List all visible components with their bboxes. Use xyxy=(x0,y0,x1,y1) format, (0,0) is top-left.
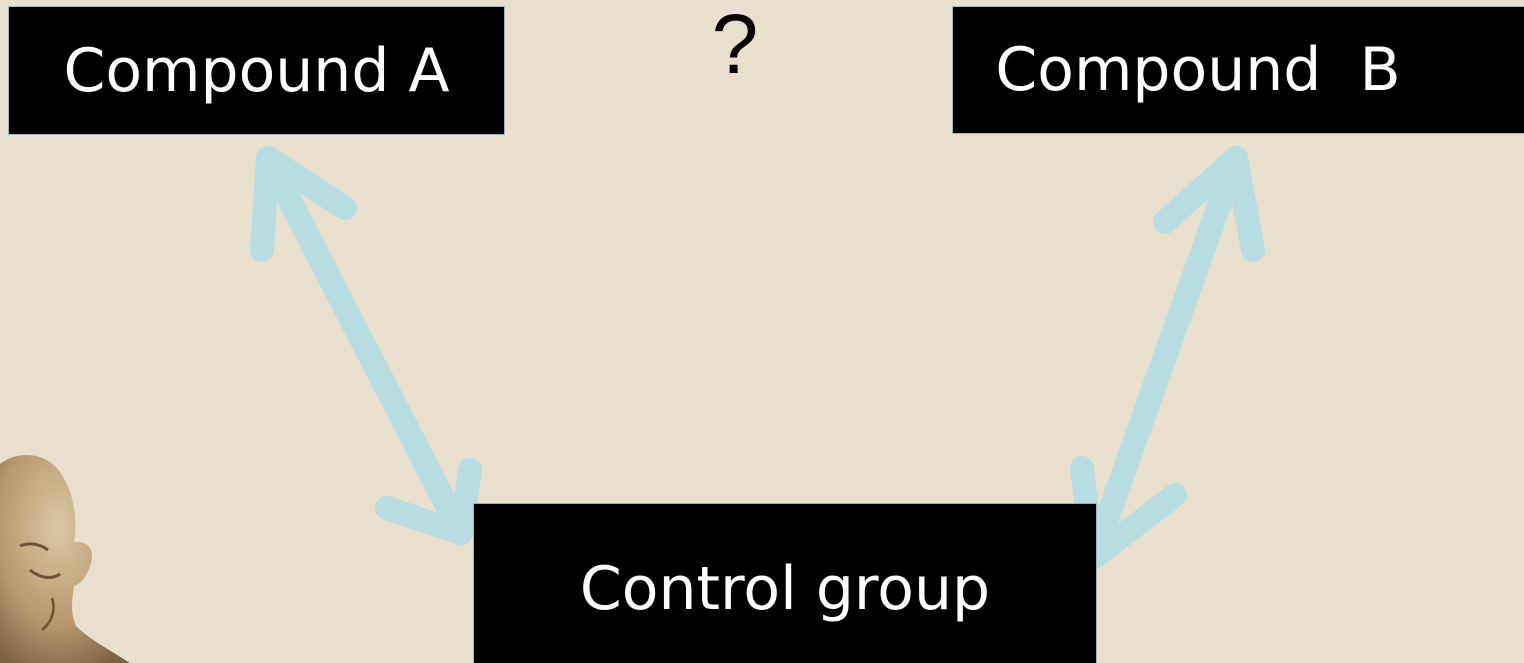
question-mark: ? xyxy=(711,0,759,91)
statue-head-icon xyxy=(0,454,130,663)
compound-b-box: Compound B xyxy=(952,6,1524,134)
control-group-label: Control group xyxy=(579,554,991,624)
compound-a-box: Compound A xyxy=(8,6,505,135)
arrow-control-to-compound-a xyxy=(250,146,482,545)
arrow-control-to-compound-b xyxy=(1070,146,1265,570)
compound-a-label: Compound A xyxy=(63,35,450,106)
control-group-box: Control group xyxy=(473,503,1097,663)
compound-b-label: Compound B xyxy=(995,35,1401,105)
